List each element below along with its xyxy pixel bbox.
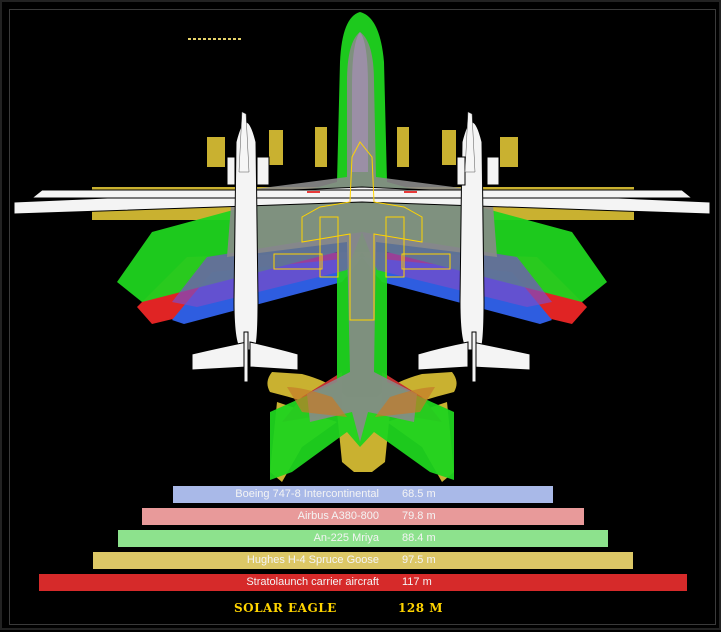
wingspan-value: 68.5 m [401, 488, 436, 500]
aircraft-name: Boeing 747-8 Intercontinental [235, 488, 379, 500]
wingspan-bar: Hughes H-4 Spruce Goose 97.5 m [93, 552, 633, 569]
grey-fuselage-overlay [227, 32, 497, 442]
wingspan-bar: An-225 Mriya 88.4 m [118, 530, 608, 547]
aircraft-name: Airbus A380-800 [297, 510, 379, 522]
solar-eagle-outline [273, 141, 451, 321]
solar-eagle-value: 128 M [398, 601, 444, 615]
engine-icons [238, 111, 476, 173]
wingspan-bar: Stratolaunch carrier aircraft 117 m [39, 574, 687, 591]
wingspan-value: 97.5 m [402, 554, 436, 566]
aircraft-name: An-225 Mriya [313, 532, 379, 544]
aircraft-name: Hughes H-4 Spruce Goose [246, 554, 379, 566]
wingspan-value: 79.8 m [401, 510, 436, 522]
diagram-frame [9, 9, 716, 625]
wingspan-bar: Boeing 747-8 Intercontinental 68.5 m [173, 486, 553, 503]
wingspan-bar: Airbus A380-800 79.8 m [142, 508, 584, 525]
composite-overlay [172, 232, 552, 307]
solar-eagle-label: SOLAR EAGLE [234, 601, 337, 615]
aircraft-name: Stratolaunch carrier aircraft [246, 576, 379, 588]
wingspan-value: 117 m [402, 576, 432, 588]
stratolaunch-silhouette [13, 121, 711, 383]
wingspan-value: 88.4 m [401, 532, 436, 544]
